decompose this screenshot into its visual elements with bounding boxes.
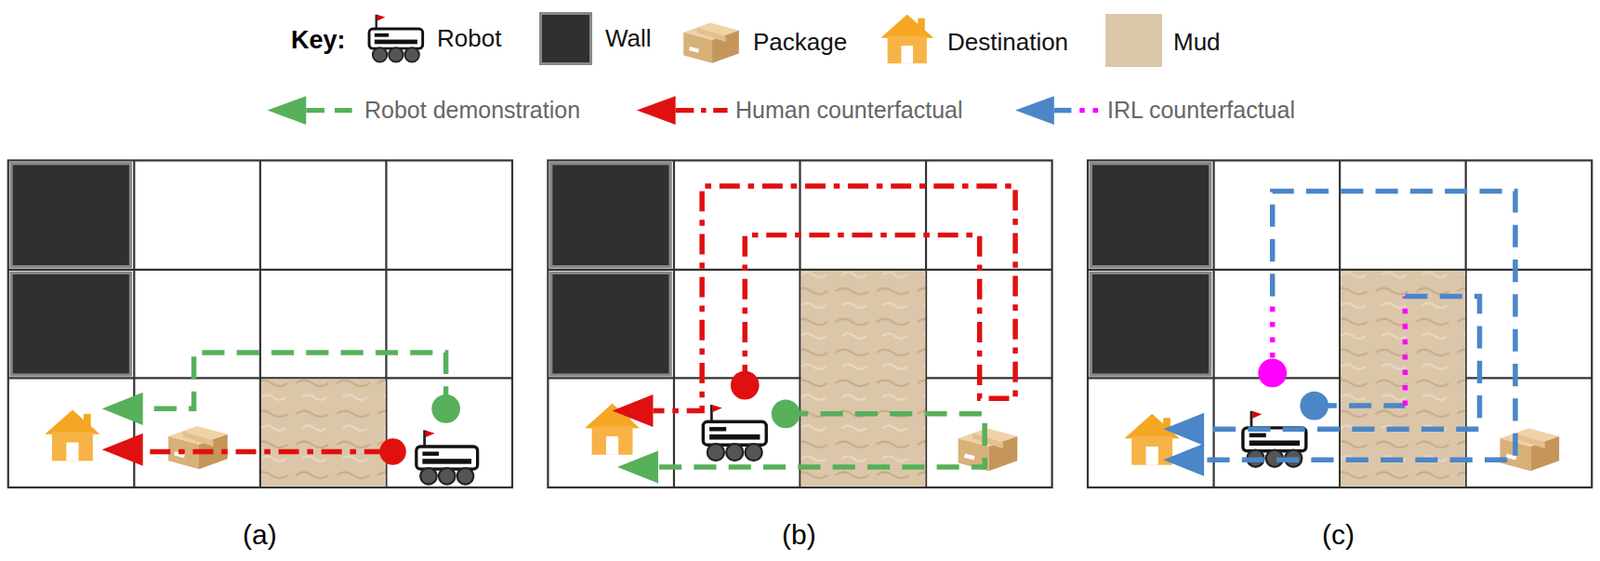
panel-label: (a): [242, 518, 278, 550]
legend-text: Human counterfactual: [735, 97, 964, 124]
key-heading: Key:: [290, 26, 346, 55]
legend-text: Robot demonstration: [364, 97, 581, 124]
panel-label: (b): [781, 518, 817, 550]
legend-text: IRL counterfactual: [1107, 97, 1296, 124]
legend-text: Package: [753, 28, 847, 56]
legend-text: Wall: [605, 25, 652, 53]
legend-text: Mud: [1173, 28, 1221, 56]
legend-text: Destination: [947, 28, 1069, 56]
panel-label: (c): [1322, 518, 1355, 550]
legend-swatch: [1105, 13, 1163, 67]
legend-text: Robot: [436, 25, 502, 53]
legend-swatch: [539, 12, 593, 66]
